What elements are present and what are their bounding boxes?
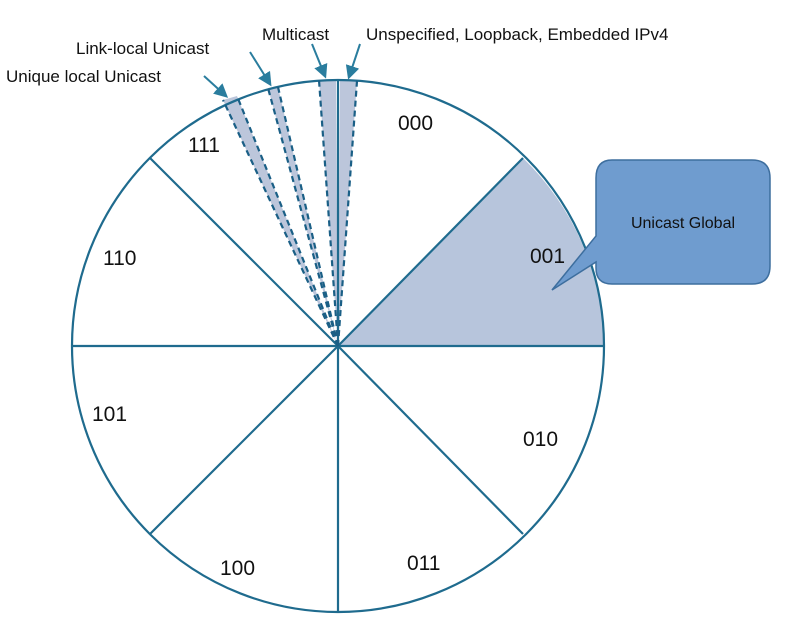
annotation-arrows — [203, 43, 361, 98]
sector-labels: 000 001 010 011 100 101 110 111 — [92, 112, 565, 580]
unicast-global-callout — [551, 159, 771, 291]
sector-label-111: 111 — [188, 134, 220, 157]
divider-top-left — [149, 157, 339, 347]
arrow-unique-local — [203, 75, 229, 98]
annotation-labels: Unique local Unicast Link-local Unicast … — [6, 25, 668, 86]
dash-unspecified-b — [336, 80, 359, 347]
dash-multicast-a — [317, 79, 340, 347]
unicast-global-sector — [338, 158, 604, 346]
sector-label-001: 001 — [530, 245, 565, 268]
arrow-link-local — [249, 51, 272, 87]
label-unique-local-unicast: Unique local Unicast — [6, 67, 161, 86]
divider-top-right — [337, 157, 524, 347]
arrow-multicast — [311, 43, 328, 79]
dash-unique-local-a — [222, 99, 339, 347]
sector-label-100: 100 — [220, 557, 255, 580]
sector-label-101: 101 — [92, 403, 127, 426]
unicast-global-label: Unicast Global — [631, 215, 735, 232]
sector-label-110: 110 — [103, 247, 136, 270]
dash-unique-local-b — [235, 95, 340, 347]
label-unspecified: Unspecified, Loopback, Embedded IPv4 — [366, 25, 668, 44]
sector-label-000: 000 — [398, 112, 433, 135]
dashed-wedge-lines — [222, 79, 359, 347]
dash-link-local-a — [266, 87, 340, 347]
sector-dividers — [72, 80, 604, 612]
arrow-unspecified — [345, 43, 361, 80]
sector-label-010: 010 — [523, 428, 558, 451]
divider-bottom-left — [149, 345, 339, 535]
unique-local-unicast-wedge — [223, 96, 338, 346]
label-multicast: Multicast — [262, 25, 329, 44]
dash-link-local-b — [276, 86, 340, 347]
divider-bottom-right — [337, 345, 524, 535]
sector-label-011: 011 — [407, 552, 440, 575]
label-link-local-unicast: Link-local Unicast — [76, 39, 209, 58]
